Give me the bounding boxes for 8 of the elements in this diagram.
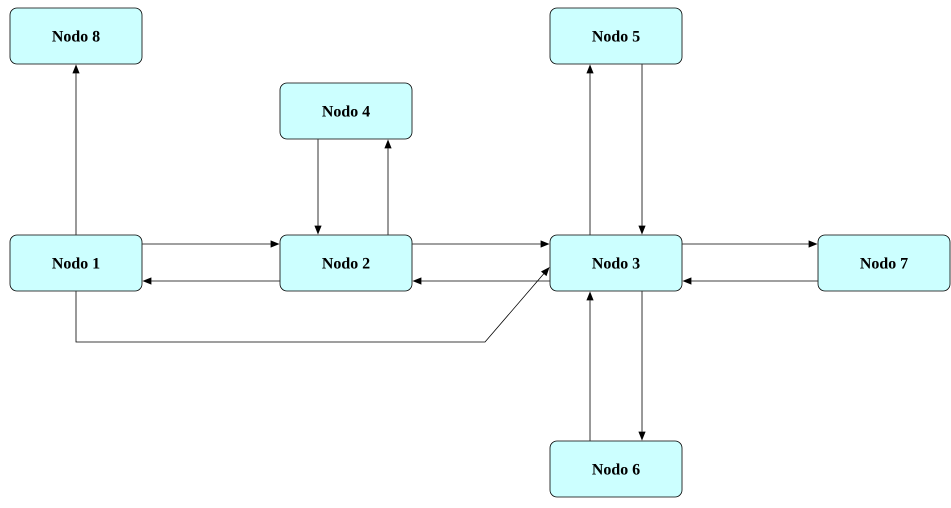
- node-box: Nodo 7: [818, 234, 950, 292]
- node-box: Nodo 4: [280, 82, 412, 140]
- node-box: Nodo 5: [550, 8, 682, 64]
- node-box: Nodo 2: [280, 234, 412, 292]
- node-box: Nodo 8: [10, 8, 142, 64]
- node-box: Nodo 6: [550, 440, 682, 498]
- node-box: Nodo 1: [10, 234, 142, 292]
- node-box: Nodo 3: [550, 234, 682, 292]
